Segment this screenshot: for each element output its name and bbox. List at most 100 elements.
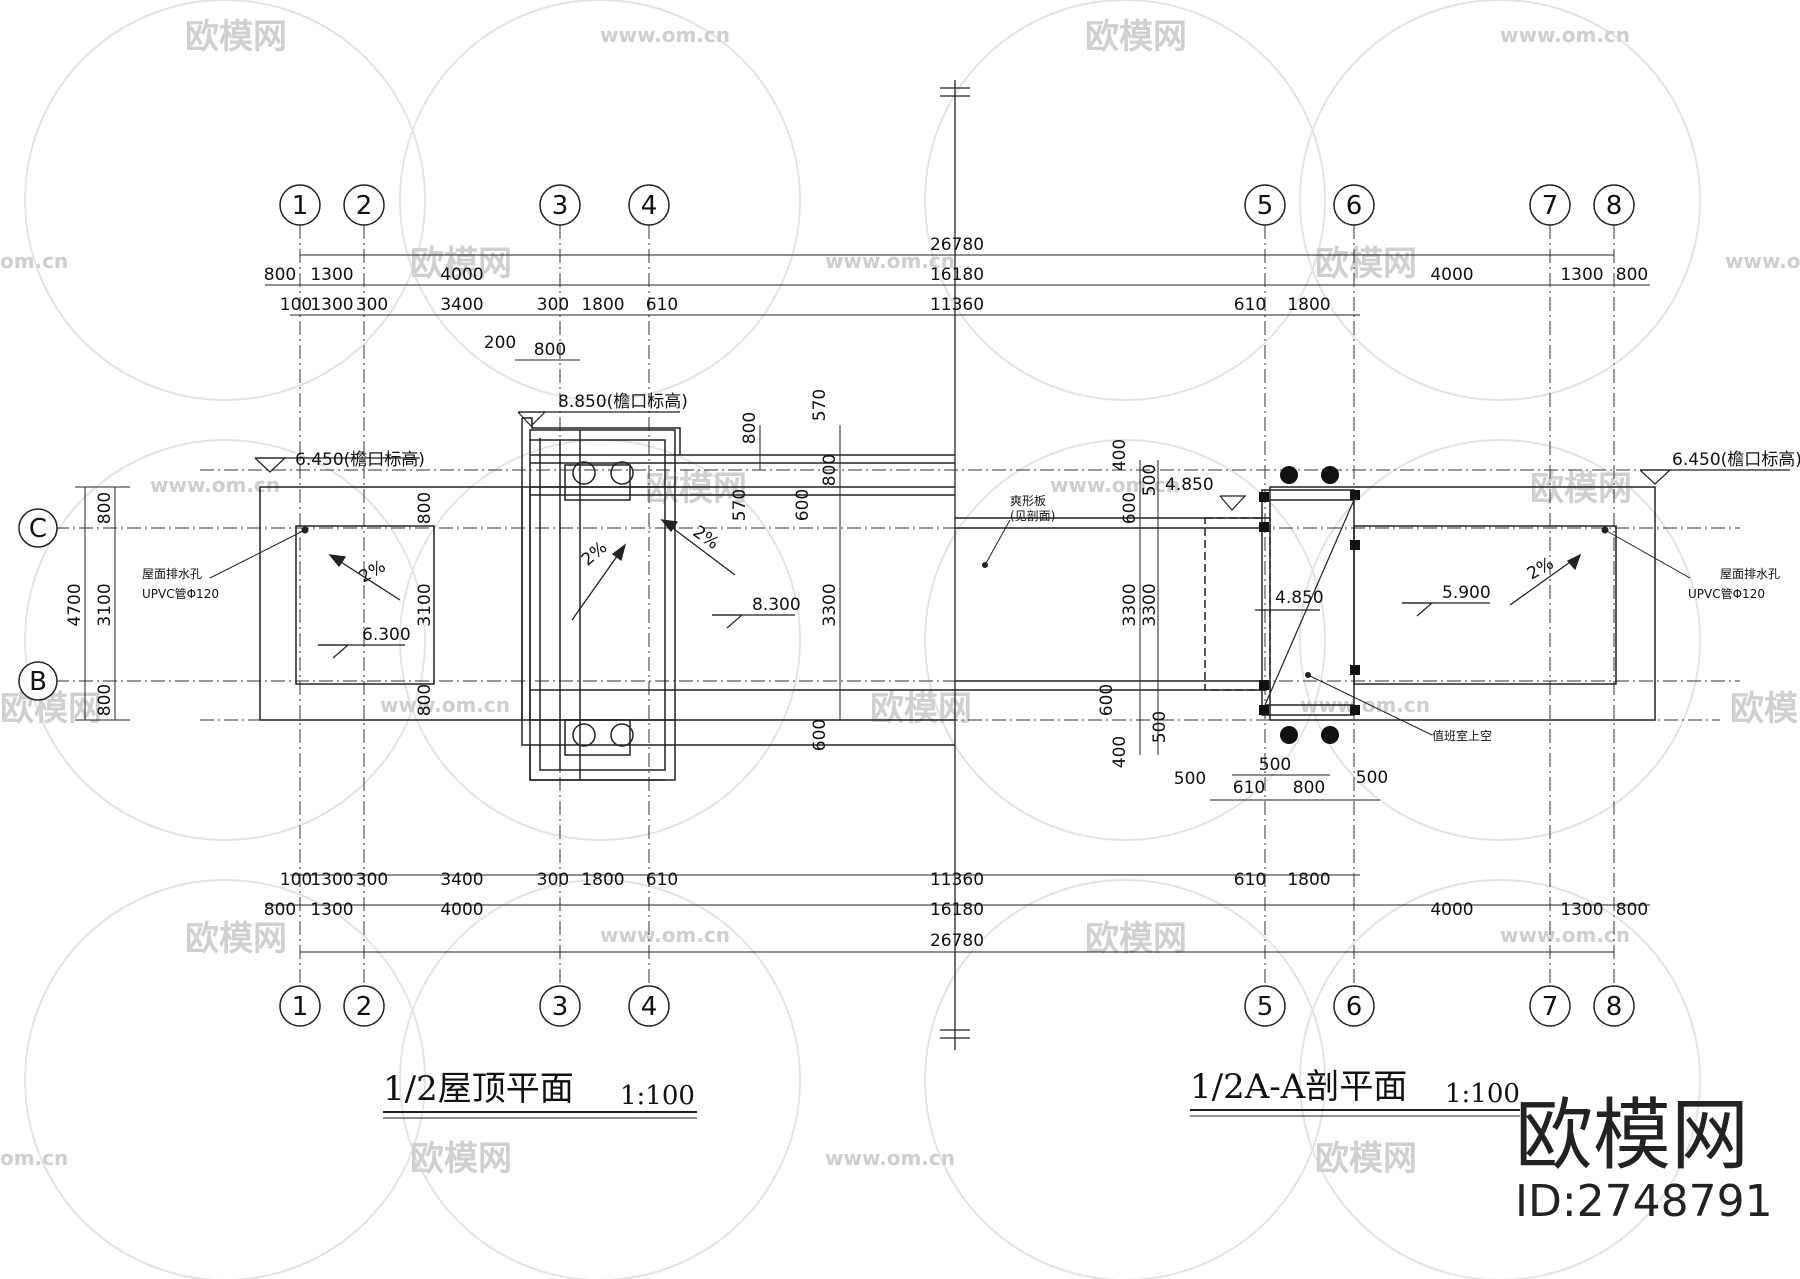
dim-top-detail: 610 [1234,295,1266,315]
right-title: 1/2A-A剖平面 [1190,1067,1407,1107]
dim-right-vert: 3300 [1120,583,1140,626]
dim-center-vert: 570 [810,389,830,421]
brand-logo-text: 欧模网 [1515,1091,1749,1181]
watermark-urls: www.om.cn www.om.cn www.om.cn www.om.cn … [0,23,1800,1170]
dim-top-detail: 300 [356,295,388,315]
watermark-circles [24,0,1701,1279]
watermark-url: www.om.cn [380,693,510,717]
note-room: 值班室上空 [1432,728,1492,743]
annotation-leaders [209,519,1691,736]
dim-top-mid: 16180 [930,265,984,285]
axis-label-4-bottom: 4 [641,992,658,1022]
dim-right-vert: 600 [1120,492,1140,524]
left-dimensions: 4700 800 3100 800 800 3100 800 [65,492,435,716]
right-scale: 1:100 [1445,1079,1520,1109]
dim-inner-vert: 800 [415,492,435,524]
watermark-logo: 欧模网 [1730,689,1800,729]
watermark-url: www.om.cn [825,249,955,273]
watermark-edge: om.cn [0,1146,68,1170]
drain-left-label: 屋面排水孔 [142,567,202,581]
watermark-logo: 欧模网 [1530,469,1632,509]
elev-left: 6.450(檐口标高) [295,450,425,470]
brand-watermark: 欧模网 ID:2748791 [1515,1091,1773,1227]
dim-lower-right: 800 [1293,778,1325,798]
elevation-markers [254,411,1790,659]
top-dimensions: 26780 800 1300 4000 16180 4000 1300 800 … [264,235,1648,360]
dim-top-mid: 4000 [1430,265,1473,285]
axis-label-3: 3 [552,191,569,221]
dim-bottom-detail: 1800 [581,870,624,890]
watermark-logo: 欧模网 [1315,1139,1417,1179]
axis-label-C: C [29,514,47,544]
dim-center-vert: 600 [793,489,813,521]
right-roof-plan [955,486,1656,721]
axis-label-1: 1 [292,191,309,221]
axis-label-8-bottom: 8 [1606,992,1623,1022]
dim-left-vert: 3100 [95,583,115,626]
watermark-url: www.om.cn [150,473,280,497]
dim-bottom-mid: 800 [1616,900,1648,920]
drawing-titles: 1/2屋顶平面 1:100 1/2A-A剖平面 1:100 [383,1067,1520,1119]
watermark-logo: 欧模网 [1085,919,1187,959]
dim-bottom-mid: 800 [264,900,296,920]
elev-6300: 6.300 [362,625,411,645]
symmetry-line [940,80,970,1050]
bottom-dimensions: 100 1300 300 3400 300 1800 610 11360 610… [264,870,1648,951]
axis-label-5-bottom: 5 [1257,992,1274,1022]
dim-top-mid: 1300 [310,265,353,285]
dim-top-extra: 200 [484,333,516,353]
dim-top-mid: 1300 [1560,265,1603,285]
dim-top-detail: 11360 [930,295,984,315]
dim-bottom-detail: 1300 [310,870,353,890]
elev-top: 8.850(檐口标高) [558,392,688,412]
drain-left-pipe: UPVC管Φ120 [142,586,219,601]
axis-label-B: B [29,667,47,697]
right-columns [1259,466,1360,744]
elev-4850-a: 4.850 [1165,475,1214,495]
dim-top-detail: 3400 [440,295,483,315]
elev-8300: 8.300 [752,595,801,615]
dim-center-vert: 800 [820,454,840,486]
dim-bottom-mid: 16180 [930,900,984,920]
slope-label: 2% [356,557,389,588]
watermark-logo: 欧模网 [185,919,287,959]
dim-top-detail: 100 [280,295,312,315]
watermark-logo: 欧模网 [185,17,287,57]
dim-top-mid: 4000 [440,265,483,285]
dim-bottom-mid: 4000 [1430,900,1473,920]
dim-center-vert: 800 [740,412,760,444]
axis-label-2: 2 [356,191,373,221]
dim-right-vert: 600 [1097,684,1117,716]
dim-top-detail: 300 [537,295,569,315]
dim-bottom-detail: 300 [537,870,569,890]
watermark-url: www.om.cn [1050,473,1180,497]
watermark-url: www.om.cn [600,23,730,47]
dim-top-detail: 1800 [1287,295,1330,315]
dim-top-mid: 800 [264,265,296,285]
elev-right: 6.450(檐口标高) [1672,450,1800,470]
dim-inner-vert: 800 [415,684,435,716]
axis-label-5: 5 [1257,191,1274,221]
dim-left-vert: 800 [95,492,115,524]
note-panel-1: 爽形板 [1010,494,1046,508]
elev-5900: 5.900 [1442,583,1491,603]
left-title: 1/2屋顶平面 [383,1069,574,1109]
axis-label-2-bottom: 2 [356,992,373,1022]
slope-arrows [328,519,1582,621]
right-diagonal [1264,499,1355,706]
axis-bubbles-top [18,184,1635,1027]
axis-label-8: 8 [1606,191,1623,221]
watermark-logo: 欧模网 [870,689,972,729]
dim-center-vert: 600 [810,719,830,751]
elev-4850-b: 4.850 [1275,588,1324,608]
watermark-url: www.om.cn [825,1146,955,1170]
dim-bottom-detail: 3400 [440,870,483,890]
dim-bottom-detail: 300 [356,870,388,890]
dim-bottom-detail: 1800 [1287,870,1330,890]
axis-label-6-bottom: 6 [1346,992,1363,1022]
dim-top-detail: 1300 [310,295,353,315]
watermark-logo: 欧模网 [1085,17,1187,57]
watermark-logo: 欧模网 [410,244,512,284]
dim-bottom-mid: 1300 [1560,900,1603,920]
